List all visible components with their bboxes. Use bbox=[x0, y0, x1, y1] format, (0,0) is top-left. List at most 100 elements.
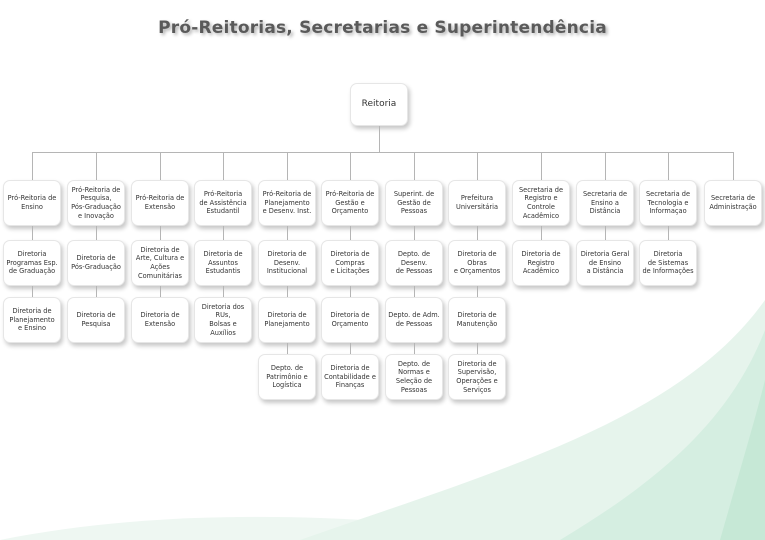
column-connector bbox=[477, 152, 478, 180]
org-box-subunit[interactable]: Diretoria de Extensão bbox=[131, 297, 189, 343]
org-box-label: Diretoria de Obras e Orçamentos bbox=[453, 250, 501, 276]
org-box-label: Secretaria de Ensino a Distância bbox=[582, 190, 628, 216]
org-box-unit[interactable]: Prefeitura Universitária bbox=[448, 180, 506, 226]
vertical-connector bbox=[477, 226, 478, 240]
page-title: Pró-Reitorias, Secretarias e Superintend… bbox=[158, 18, 607, 38]
org-box-subunit[interactable]: Diretoria de Registro Acadêmico bbox=[512, 240, 570, 286]
vertical-connector bbox=[414, 226, 415, 240]
org-box-subunit[interactable]: Diretoria de Desenv. Institucional bbox=[258, 240, 316, 286]
org-box-unit[interactable]: Pró-Reitoria de Pesquisa, Pós-Graduação … bbox=[67, 180, 125, 226]
org-box-unit[interactable]: Secretaria de Tecnologia e Informaçao bbox=[639, 180, 697, 226]
org-box-subunit[interactable]: Diretoria de Supervisão, Operações e Ser… bbox=[448, 354, 506, 400]
org-box-label: Diretoria Geral de Ensino a Distância bbox=[580, 250, 630, 276]
org-box-label: Diretoria de Supervisão, Operações e Ser… bbox=[456, 359, 498, 394]
org-box-label: Prefeitura Universitária bbox=[456, 194, 498, 211]
org-box-label: Depto. de Adm. de Pessoas bbox=[388, 311, 440, 328]
org-box-subunit[interactable]: Diretoria de Planejamento bbox=[258, 297, 316, 343]
vertical-connector bbox=[96, 286, 97, 297]
org-box-label: Depto. de Normas e Seleção de Pessoas bbox=[395, 359, 433, 394]
vertical-connector bbox=[96, 226, 97, 240]
org-box-subunit[interactable]: Diretoria de Orçamento bbox=[321, 297, 379, 343]
vertical-connector bbox=[350, 286, 351, 297]
org-box-unit[interactable]: Secretaria de Administração bbox=[704, 180, 762, 226]
org-box-label: Diretoria de Planejamento e Ensino bbox=[9, 307, 55, 333]
org-box-unit[interactable]: Secretaria de Registro e Controle Acadêm… bbox=[512, 180, 570, 226]
org-box-label: Diretoria de Planejamento bbox=[264, 311, 310, 328]
column-connector bbox=[287, 152, 288, 180]
org-box-subunit[interactable]: Diretoria de Arte, Cultura e Ações Comun… bbox=[131, 240, 189, 286]
org-box-subunit[interactable]: Depto. de Desenv. de Pessoas bbox=[385, 240, 443, 286]
org-box-subunit[interactable]: Diretoria de Assuntos Estudantis bbox=[194, 240, 252, 286]
org-box-label: Diretoria de Registro Acadêmico bbox=[521, 250, 561, 276]
vertical-connector bbox=[287, 286, 288, 297]
org-box-subunit[interactable]: Diretoria Programas Esp. de Graduação bbox=[3, 240, 61, 286]
vertical-connector bbox=[477, 343, 478, 354]
vertical-connector bbox=[668, 226, 669, 240]
org-box-subunit[interactable]: Diretoria de Manutenção bbox=[448, 297, 506, 343]
org-box-subunit[interactable]: Diretoria de Pesquisa bbox=[67, 297, 125, 343]
org-box-label: Pró-Reitoria de Planejamento e Desenv. I… bbox=[262, 190, 312, 216]
org-box-unit[interactable]: Pró-Reitoria de Assistência Estudantil bbox=[194, 180, 252, 226]
org-box-label: Diretoria dos RUs, Bolsas e Auxílios bbox=[201, 302, 245, 337]
vertical-connector bbox=[32, 226, 33, 240]
org-box-label: Diretoria de Desenv. Institucional bbox=[266, 250, 308, 276]
org-box-subunit[interactable]: Diretoria de Pós-Graduação bbox=[67, 240, 125, 286]
org-box-label: Diretoria de Pesquisa bbox=[76, 311, 116, 328]
org-box-label: Pró-Reitoria de Pesquisa, Pós-Graduação … bbox=[71, 185, 121, 220]
org-box-label: Diretoria de Orçamento bbox=[330, 311, 370, 328]
org-box-subunit[interactable]: Depto. de Normas e Seleção de Pessoas bbox=[385, 354, 443, 400]
org-box-subunit[interactable]: Diretoria de Sistemas de Informações bbox=[639, 240, 697, 286]
org-box-label: Diretoria de Manutenção bbox=[456, 311, 498, 328]
org-box-unit[interactable]: Superint. de Gestão de Pessoas bbox=[385, 180, 443, 226]
org-box-label: Reitoria bbox=[361, 98, 397, 109]
org-box-unit[interactable]: Pró-Reitoria de Planejamento e Desenv. I… bbox=[258, 180, 316, 226]
column-connector bbox=[32, 152, 33, 180]
org-box-label: Pró-Reitoria de Extensão bbox=[135, 194, 185, 211]
vertical-connector bbox=[32, 286, 33, 297]
vertical-connector bbox=[414, 286, 415, 297]
column-connector bbox=[160, 152, 161, 180]
column-connector bbox=[541, 152, 542, 180]
org-box-unit[interactable]: Pró-Reitoria de Extensão bbox=[131, 180, 189, 226]
column-connector bbox=[733, 152, 734, 180]
org-box-label: Diretoria de Assuntos Estudantis bbox=[203, 250, 243, 276]
org-box-label: Diretoria de Compras e Licitações bbox=[330, 250, 370, 276]
org-box-subunit[interactable]: Diretoria de Planejamento e Ensino bbox=[3, 297, 61, 343]
org-box-label: Secretaria de Administração bbox=[709, 194, 757, 211]
vertical-connector bbox=[160, 286, 161, 297]
org-box-unit[interactable]: Pró-Reitoria de Gestão e Orçamento bbox=[321, 180, 379, 226]
column-connector bbox=[223, 152, 224, 180]
vertical-connector bbox=[223, 226, 224, 240]
org-box-label: Diretoria Programas Esp. de Graduação bbox=[6, 250, 58, 276]
vertical-connector bbox=[287, 343, 288, 354]
org-box-unit[interactable]: Pró-Reitoria de Ensino bbox=[3, 180, 61, 226]
org-box-subunit[interactable]: Diretoria Geral de Ensino a Distância bbox=[576, 240, 634, 286]
horizontal-bus-line bbox=[32, 152, 734, 153]
column-connector bbox=[414, 152, 415, 180]
org-box-reitoria[interactable]: Reitoria bbox=[350, 83, 408, 126]
column-connector bbox=[96, 152, 97, 180]
org-box-subunit[interactable]: Diretoria de Obras e Orçamentos bbox=[448, 240, 506, 286]
org-box-label: Secretaria de Tecnologia e Informaçao bbox=[645, 190, 691, 216]
org-box-subunit[interactable]: Depto. de Patrimônio e Logística bbox=[258, 354, 316, 400]
org-box-subunit[interactable]: Diretoria de Contabilidade e Finanças bbox=[321, 354, 379, 400]
org-box-label: Pró-Reitoria de Gestão e Orçamento bbox=[325, 190, 375, 216]
vertical-connector bbox=[223, 286, 224, 297]
org-box-label: Diretoria de Pós-Graduação bbox=[71, 254, 121, 271]
org-box-label: Secretaria de Registro e Controle Acadêm… bbox=[518, 185, 564, 220]
org-box-label: Pró-Reitoria de Ensino bbox=[7, 194, 57, 211]
org-box-subunit[interactable]: Depto. de Adm. de Pessoas bbox=[385, 297, 443, 343]
org-box-unit[interactable]: Secretaria de Ensino a Distância bbox=[576, 180, 634, 226]
org-box-label: Diretoria de Contabilidade e Finanças bbox=[324, 364, 376, 390]
org-box-label: Pró-Reitoria de Assistência Estudantil bbox=[199, 190, 247, 216]
vertical-connector bbox=[605, 226, 606, 240]
vertical-connector bbox=[541, 226, 542, 240]
vertical-connector bbox=[414, 343, 415, 354]
vertical-connector bbox=[160, 226, 161, 240]
org-box-subunit[interactable]: Diretoria de Compras e Licitações bbox=[321, 240, 379, 286]
org-box-label: Depto. de Patrimônio e Logística bbox=[266, 364, 308, 390]
org-box-subunit[interactable]: Diretoria dos RUs, Bolsas e Auxílios bbox=[194, 297, 252, 343]
root-connector bbox=[379, 126, 380, 153]
org-box-label: Depto. de Desenv. de Pessoas bbox=[395, 250, 433, 276]
